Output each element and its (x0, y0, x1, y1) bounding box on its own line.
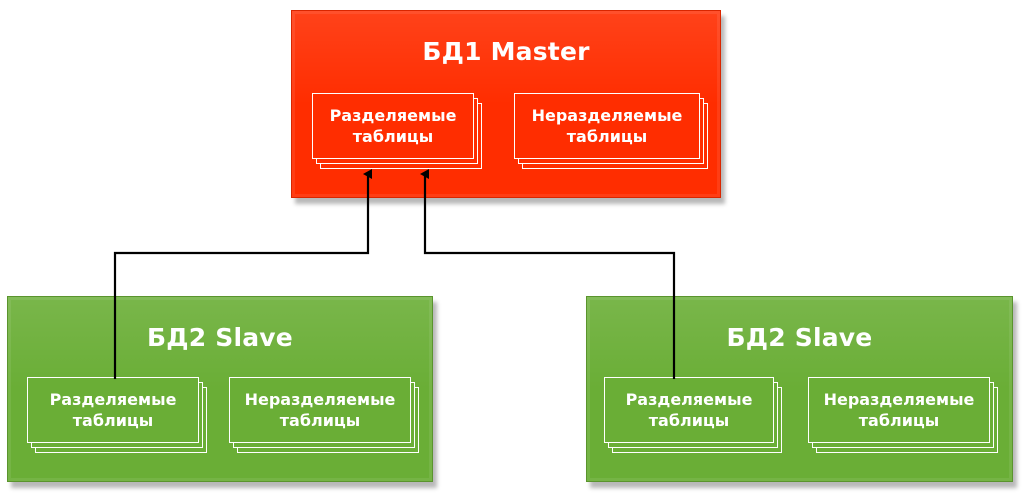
sheet-front: Разделяемые таблицы (604, 377, 774, 443)
master-title: БД1 Master (422, 37, 590, 66)
slave-right-shared-tables: Разделяемые таблицы (604, 377, 782, 453)
connector-left-to-master (113, 169, 372, 379)
shared-tables-line1: Разделяемые (49, 390, 177, 409)
sheet-front: Разделяемые таблицы (27, 377, 199, 443)
sheet-front: Разделяемые таблицы (312, 93, 474, 159)
master-shared-tables: Разделяемые таблицы (312, 93, 482, 169)
master-unshared-tables: Неразделяемые таблицы (514, 93, 708, 169)
unshared-tables-line1: Неразделяемые (823, 390, 975, 409)
unshared-tables-line1: Неразделяемые (531, 106, 683, 125)
unshared-tables-line2: таблицы (858, 411, 940, 430)
shared-tables-line1: Разделяемые (625, 390, 753, 409)
slave-title: БД2 Slave (726, 323, 873, 352)
slave-right-unshared-tables: Неразделяемые таблицы (808, 377, 998, 453)
sheet-front: Неразделяемые таблицы (514, 93, 700, 159)
shared-tables-line1: Разделяемые (329, 106, 457, 125)
unshared-tables-line1: Неразделяемые (244, 390, 396, 409)
slave-title: БД2 Slave (147, 323, 293, 352)
shared-tables-line2: таблицы (72, 411, 154, 430)
slave-left-unshared-tables: Неразделяемые таблицы (229, 377, 419, 453)
slave-left-shared-tables: Разделяемые таблицы (27, 377, 207, 453)
connector-right-to-master (420, 169, 676, 379)
shared-tables-line2: таблицы (648, 411, 730, 430)
shared-tables-line2: таблицы (352, 127, 434, 146)
sheet-front: Неразделяемые таблицы (808, 377, 990, 443)
sheet-front: Неразделяемые таблицы (229, 377, 411, 443)
unshared-tables-line2: таблицы (279, 411, 361, 430)
unshared-tables-line2: таблицы (566, 127, 648, 146)
